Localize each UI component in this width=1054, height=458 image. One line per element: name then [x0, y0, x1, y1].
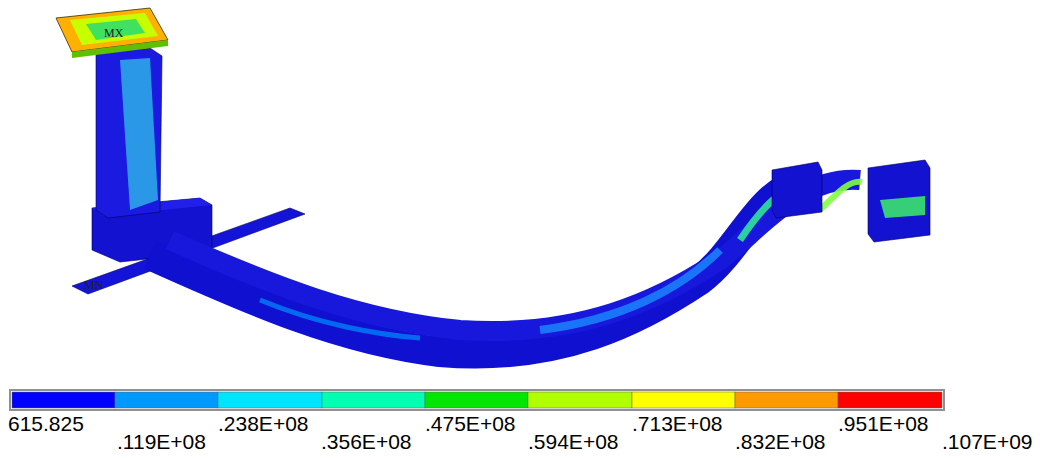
color-band [528, 392, 632, 408]
scale-value: .832E+08 [735, 431, 826, 452]
end-bracket [868, 160, 930, 242]
stress-zone [820, 182, 862, 210]
tube-back [170, 180, 860, 331]
stress-zone [86, 19, 145, 40]
color-band [632, 392, 735, 408]
color-band [218, 392, 322, 408]
color-band [115, 392, 218, 408]
scale-value: .951E+08 [838, 413, 929, 434]
scale-value: 615.825 [8, 413, 84, 434]
stress-zone [260, 300, 420, 338]
stress-zone [70, 13, 158, 45]
color-band [735, 392, 838, 408]
color-band [12, 392, 115, 408]
scale-value: .475E+08 [425, 413, 516, 434]
stress-zone [120, 58, 158, 210]
stress-zone [880, 196, 925, 218]
color-bar-frame [10, 390, 944, 410]
column [96, 48, 162, 218]
scale-value: .713E+08 [632, 413, 723, 434]
scale-value: .356E+08 [321, 431, 412, 452]
end-bracket [772, 162, 822, 218]
scale-value: .119E+08 [117, 431, 206, 452]
plate-edge [72, 40, 168, 58]
scale-value: .594E+08 [528, 431, 619, 452]
extreme-marker: MN [84, 279, 103, 291]
extreme-marker: MX [104, 27, 123, 39]
scale-value: .107E+09 [942, 431, 1033, 452]
color-band [838, 392, 942, 408]
color-bar [12, 392, 942, 408]
color-band [425, 392, 528, 408]
scale-value: .238E+08 [218, 413, 309, 434]
color-band [322, 392, 425, 408]
stress-zone [540, 250, 720, 330]
